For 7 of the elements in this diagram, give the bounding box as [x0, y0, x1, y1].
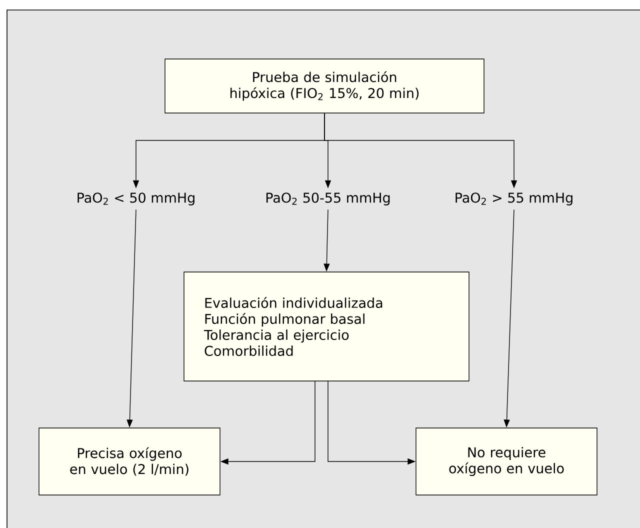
- condition-label: PaO$_{2}$ > 55 mmHg: [456, 192, 572, 206]
- condition-label: PaO$_{2}$ < 50 mmHg: [78, 192, 194, 206]
- condition-label: PaO$_{2}$ 50-55 mmHg: [266, 192, 390, 206]
- process-box: Evaluación individualizada Función pulmonar basal Tolerancia al ejercicio Comorbilidad: [184, 272, 470, 382]
- outcome-box: Precisa oxígeno en vuelo (2 l/min): [38, 428, 220, 496]
- process-box: Prueba de simulación hipóxica (FIO$_{2}$ 15%, 20 min): [164, 58, 484, 114]
- outcome-box: No requiere oxígeno en vuelo: [416, 428, 598, 496]
